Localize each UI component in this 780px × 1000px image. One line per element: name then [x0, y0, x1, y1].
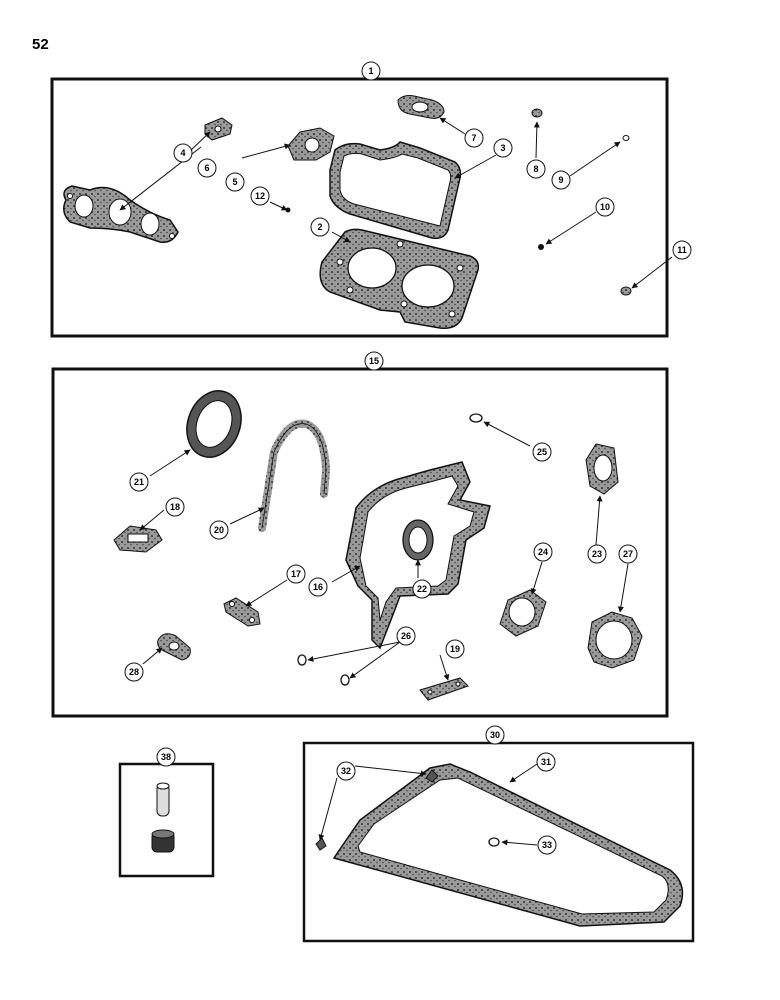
callout-24: 24 — [533, 542, 553, 562]
part-38-seal — [151, 829, 175, 853]
panel-part-38 — [118, 762, 215, 878]
callout-3: 3 — [493, 138, 513, 158]
callout-12: 12 — [250, 186, 270, 206]
callout-30: 30 — [485, 725, 505, 745]
callout-1: 1 — [361, 61, 381, 81]
part-21-oil-seal — [186, 390, 242, 458]
svg-text:22: 22 — [417, 584, 427, 594]
page-number: 52 — [32, 36, 49, 53]
part-7-thermostat-gasket — [397, 95, 445, 119]
part-26-o-ring-a — [297, 654, 307, 666]
svg-text:20: 20 — [214, 525, 224, 535]
svg-text:33: 33 — [542, 840, 552, 850]
part-25-o-ring — [469, 413, 483, 423]
svg-text:8: 8 — [533, 164, 538, 174]
svg-text:21: 21 — [134, 477, 144, 487]
callout-4: 4 — [173, 143, 193, 163]
part-38-sleeve — [156, 782, 170, 817]
svg-text:15: 15 — [369, 356, 379, 366]
callout-38: 38 — [156, 747, 176, 767]
part-3-valve-cover-gasket — [329, 141, 462, 240]
panel-lower-gasket-set — [51, 367, 669, 718]
part-28-gasket — [157, 633, 191, 661]
part-8-washer — [531, 108, 543, 118]
part-5-flange-gasket — [287, 127, 335, 161]
callout-27: 27 — [618, 544, 638, 564]
part-32-seal-b — [315, 837, 327, 851]
callout-10: 10 — [595, 197, 615, 217]
callout-6: 6 — [197, 158, 217, 178]
svg-text:30: 30 — [490, 730, 500, 740]
callout-16: 16 — [308, 577, 328, 597]
callout-32: 32 — [336, 761, 356, 781]
callout-2: 2 — [310, 217, 330, 237]
svg-text:3: 3 — [500, 143, 505, 153]
svg-text:9: 9 — [558, 175, 563, 185]
callout-8: 8 — [526, 159, 546, 179]
svg-text:23: 23 — [592, 549, 602, 559]
callout-22: 22 — [412, 579, 432, 599]
svg-text:6: 6 — [204, 163, 209, 173]
callout-19: 19 — [445, 639, 465, 659]
panel-upper-gasket-set — [50, 77, 669, 338]
callout-15: 15 — [364, 351, 384, 371]
svg-text:26: 26 — [401, 631, 411, 641]
svg-text:7: 7 — [471, 133, 476, 143]
part-9-washer — [622, 135, 630, 141]
callout-26: 26 — [396, 626, 416, 646]
part-6-manifold-gasket — [63, 185, 179, 244]
part-31-oil-pan-gasket — [332, 763, 684, 927]
callout-31: 31 — [536, 752, 556, 772]
part-2-head-gasket — [319, 228, 480, 330]
svg-text:19: 19 — [450, 644, 460, 654]
part-4-small-gasket — [204, 117, 233, 141]
callout-33: 33 — [537, 835, 557, 855]
part-18-gasket — [113, 525, 163, 553]
callout-7: 7 — [464, 128, 484, 148]
svg-text:1: 1 — [368, 66, 373, 76]
svg-text:28: 28 — [129, 667, 139, 677]
callout-23: 23 — [587, 544, 607, 564]
part-33-o-ring — [488, 837, 500, 847]
callout-28: 28 — [124, 662, 144, 682]
callout-25: 25 — [532, 442, 552, 462]
svg-text:17: 17 — [291, 569, 301, 579]
part-32-seal-a — [425, 769, 439, 783]
svg-text:32: 32 — [341, 766, 351, 776]
svg-text:16: 16 — [313, 582, 323, 592]
part-27-gasket — [587, 611, 643, 669]
part-19-shim — [419, 677, 469, 701]
svg-text:27: 27 — [623, 549, 633, 559]
svg-text:10: 10 — [600, 202, 610, 212]
callout-20: 20 — [209, 520, 229, 540]
svg-text:5: 5 — [232, 177, 237, 187]
part-10-plug — [538, 244, 544, 250]
svg-text:2: 2 — [317, 222, 322, 232]
part-26-o-ring-b — [340, 674, 350, 686]
svg-text:11: 11 — [677, 245, 687, 255]
callout-11: 11 — [672, 240, 692, 260]
svg-text:31: 31 — [541, 757, 551, 767]
part-23-gasket — [585, 443, 619, 495]
svg-text:4: 4 — [180, 148, 185, 158]
svg-text:24: 24 — [538, 547, 548, 557]
part-22-front-seal — [402, 519, 434, 561]
part-17-gasket — [223, 597, 261, 627]
svg-text:38: 38 — [161, 752, 171, 762]
svg-text:12: 12 — [255, 191, 265, 201]
callout-5: 5 — [225, 172, 245, 192]
callout-21: 21 — [129, 472, 149, 492]
part-20-rope-seal — [258, 419, 331, 532]
callout-18: 18 — [165, 497, 185, 517]
part-24-gasket — [499, 589, 547, 637]
svg-text:25: 25 — [537, 447, 547, 457]
callout-9: 9 — [551, 170, 571, 190]
callout-17: 17 — [286, 564, 306, 584]
svg-text:18: 18 — [170, 502, 180, 512]
part-11-washer — [620, 286, 632, 296]
